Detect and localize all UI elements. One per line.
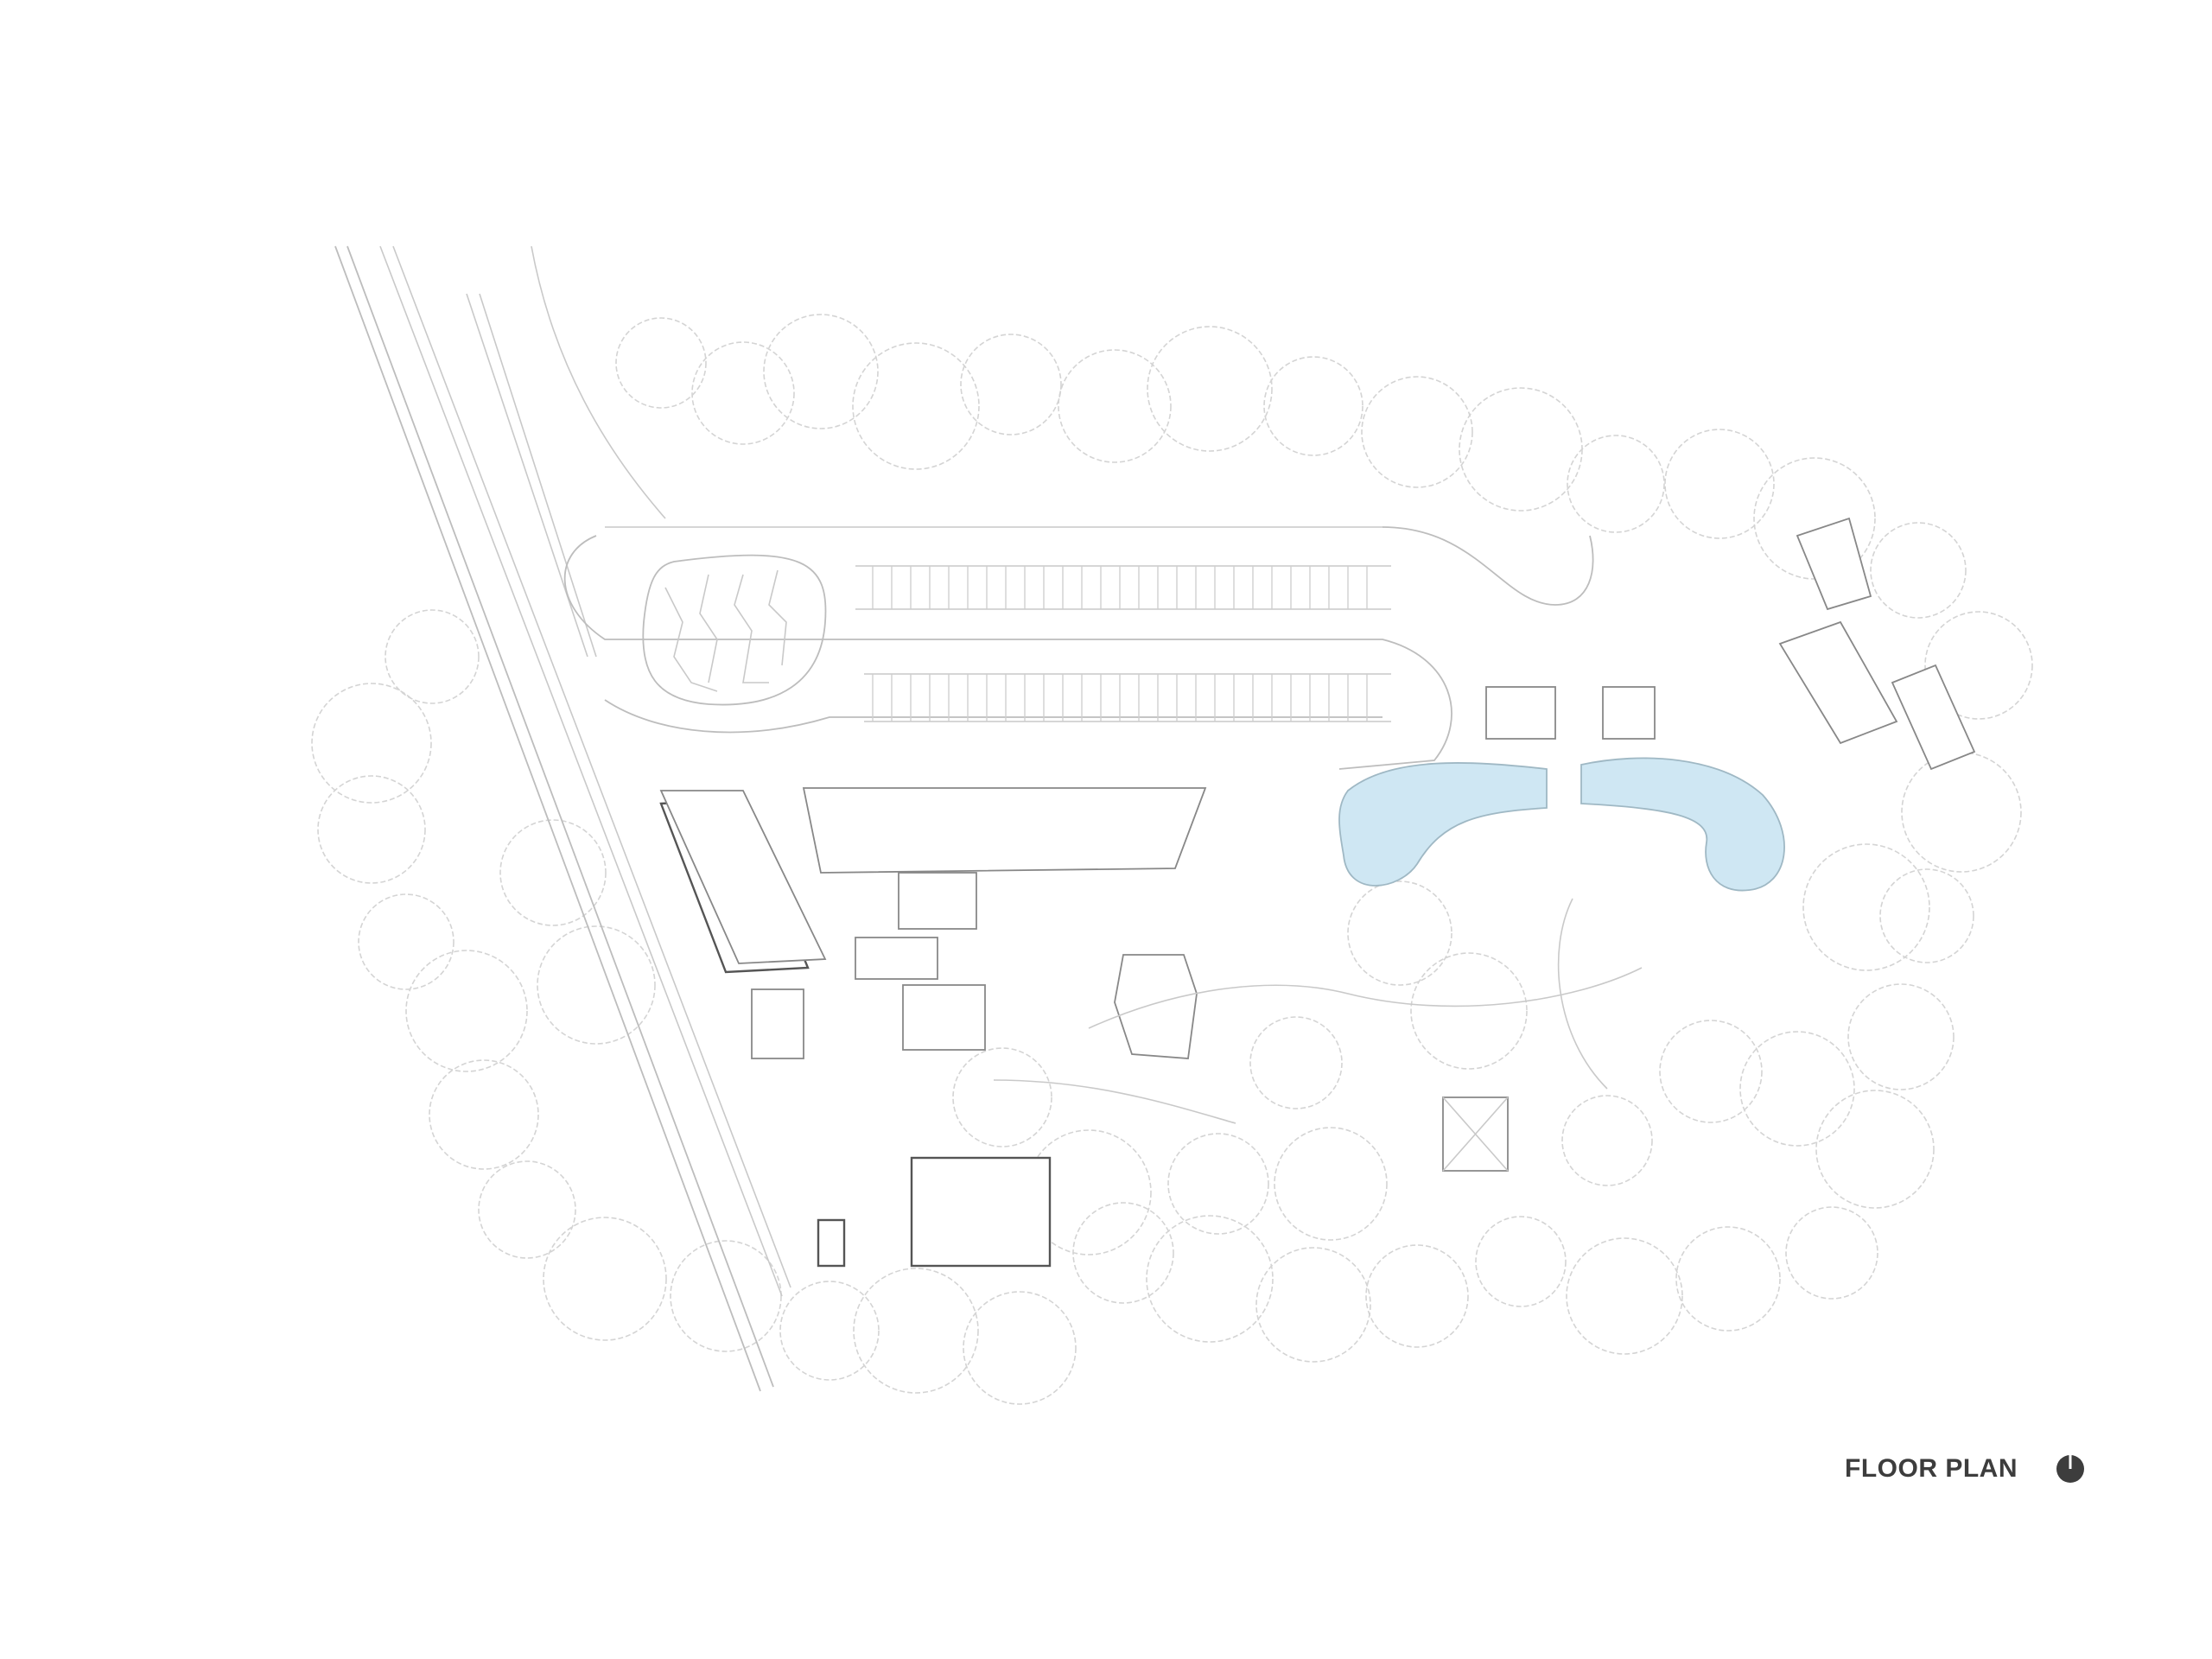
walking-paths	[993, 898, 1643, 1124]
tree-canopy-group	[311, 314, 2033, 1405]
tree-canopy	[1739, 1031, 1855, 1147]
ponds	[1338, 757, 1785, 892]
tree-canopy	[405, 950, 528, 1072]
tree-canopy	[1847, 983, 1955, 1090]
tree-canopy	[1361, 376, 1473, 488]
tree-canopy	[1815, 1090, 1935, 1209]
tree-canopy	[1659, 1020, 1763, 1123]
tree-canopy	[1475, 1216, 1567, 1307]
tree-canopy	[691, 341, 795, 445]
parking-road	[563, 526, 1594, 770]
tree-canopy	[543, 1217, 667, 1341]
tree-canopy	[779, 1281, 880, 1381]
tree-canopy	[1802, 843, 1930, 971]
tree-canopy	[852, 342, 980, 470]
tree-canopy	[385, 609, 480, 704]
tree-canopy	[1365, 1244, 1469, 1348]
tree-canopy	[499, 819, 607, 926]
tree-canopy	[1561, 1095, 1653, 1186]
tree-canopy	[537, 925, 656, 1045]
tree-canopy	[1058, 349, 1172, 463]
tree-canopy	[763, 314, 879, 429]
tree-canopy	[1167, 1133, 1269, 1235]
tree-canopy	[1147, 326, 1273, 452]
tree-canopy	[1879, 868, 1974, 963]
tree-canopy	[311, 683, 432, 804]
title-block: FLOOR PLAN	[1845, 1454, 2085, 1484]
tree-canopy	[1146, 1215, 1274, 1343]
railway-lines	[334, 245, 791, 1392]
parking-stalls	[872, 566, 1368, 721]
tree-canopy	[1567, 435, 1665, 533]
tree-canopy	[1274, 1127, 1388, 1241]
tree-canopy	[1347, 880, 1452, 986]
tree-canopy	[1870, 522, 1967, 619]
tree-canopy	[1675, 1226, 1781, 1332]
tree-canopy	[615, 317, 707, 409]
tree-canopy	[960, 334, 1062, 435]
tree-canopy	[1785, 1206, 1878, 1300]
tree-canopy	[317, 775, 426, 884]
buildings	[659, 787, 1509, 1268]
tree-canopy	[1901, 752, 2022, 873]
tree-canopy	[358, 893, 454, 990]
tree-canopy	[853, 1268, 979, 1394]
tree-canopy	[1664, 429, 1775, 539]
tree-canopy	[1072, 1202, 1174, 1304]
tree-canopy	[1255, 1247, 1371, 1363]
tree-canopy	[1249, 1016, 1343, 1109]
sculpture-garden	[642, 554, 827, 706]
north-arrow-icon	[2056, 1455, 2084, 1483]
tree-canopy	[963, 1291, 1077, 1405]
tree-canopy	[1263, 356, 1363, 456]
tree-canopy	[1924, 611, 2033, 720]
tree-canopy	[429, 1059, 539, 1170]
tree-canopy	[478, 1160, 576, 1259]
tree-canopy	[1459, 387, 1583, 512]
tree-canopy	[1566, 1237, 1683, 1355]
tree-canopy	[952, 1047, 1052, 1147]
tree-canopy	[1410, 952, 1528, 1070]
greenhouses	[1485, 517, 1976, 771]
tree-canopy	[670, 1240, 782, 1352]
plan-title: FLOOR PLAN	[1845, 1454, 2018, 1483]
